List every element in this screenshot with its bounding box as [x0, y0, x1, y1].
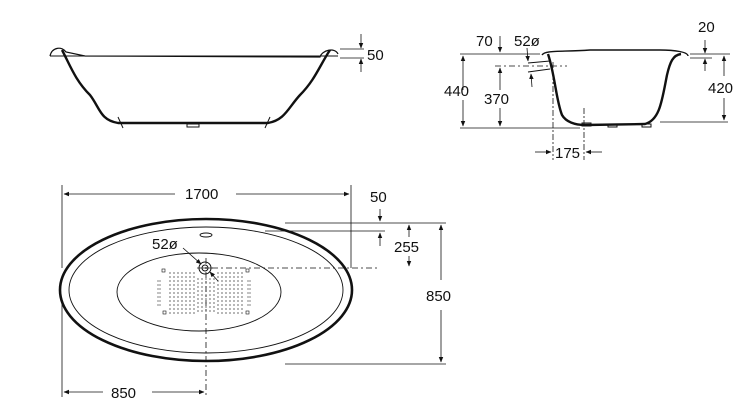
dim-drain-center: 850: [111, 385, 136, 402]
dim-drain-offset-end: 175: [555, 145, 580, 162]
end-view: 440 370 70 52ø 20 420 175: [444, 19, 733, 162]
anti-slip-pattern: [157, 268, 251, 315]
dim-overflow-offset: 70: [476, 33, 493, 50]
dim-overflow-diameter: 52ø: [514, 33, 540, 50]
plan-view: 52ø 1700 50 255 850 850: [58, 185, 451, 402]
dim-total-height: 440: [444, 83, 469, 100]
dim-side-rim: 50: [367, 47, 384, 64]
dim-width: 850: [426, 288, 451, 305]
dim-overflow-height: 370: [484, 91, 509, 108]
dim-inner-depth: 420: [708, 80, 733, 97]
dim-drain-diameter: 52ø: [152, 236, 178, 253]
dim-rim-thickness: 20: [698, 19, 715, 36]
dim-drain-offset-plan: 255: [394, 239, 419, 256]
side-view: 50: [49, 34, 384, 129]
dim-rim-width: 50: [370, 189, 387, 206]
dim-length: 1700: [185, 186, 218, 203]
